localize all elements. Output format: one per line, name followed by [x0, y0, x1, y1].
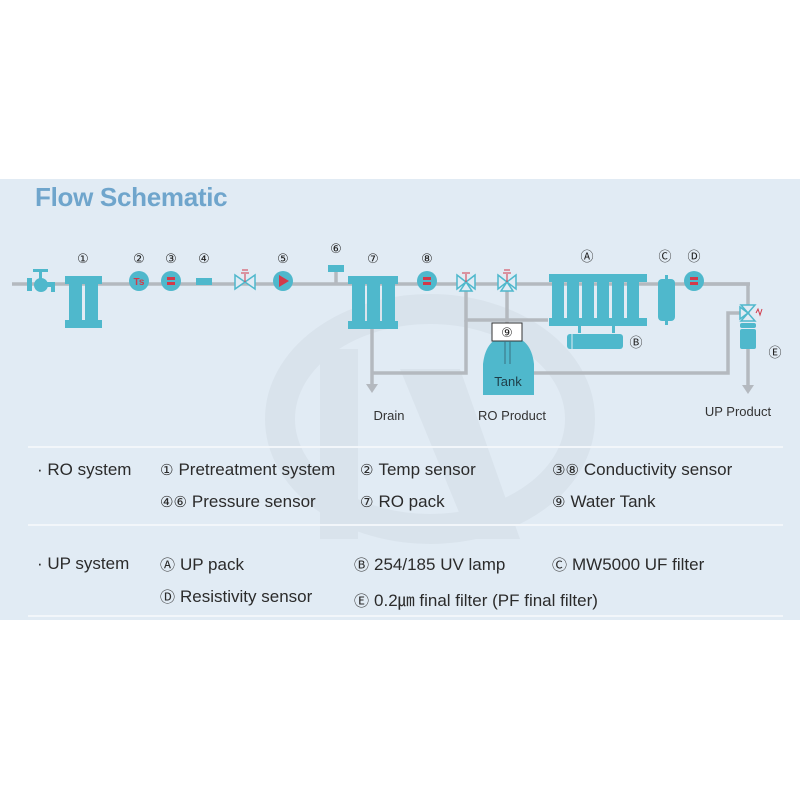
- legend-heading: · RO system: [37, 460, 132, 479]
- conductivity-sensor-icon: [417, 271, 437, 291]
- divider: [28, 524, 783, 526]
- three-way-valve-icon: [739, 304, 763, 322]
- marker-8: ⑧: [421, 252, 433, 267]
- conductivity-sensor-icon: [161, 271, 181, 291]
- pump-icon: [273, 271, 293, 291]
- svg-text:Ts: Ts: [134, 277, 145, 288]
- marker-9: ⑨: [501, 326, 513, 341]
- loop-return-pipe: [522, 311, 748, 375]
- marker-c: Ⓒ: [658, 250, 671, 265]
- flow-diagram: Ts: [12, 242, 782, 423]
- divider: [28, 615, 783, 617]
- ro-pack-icon: [348, 276, 398, 329]
- marker-7: ⑦: [367, 252, 379, 267]
- marker-2: ②: [133, 252, 145, 267]
- marker-5: ⑤: [277, 252, 289, 267]
- marker-b: Ⓑ: [629, 336, 642, 351]
- marker-3: ③: [165, 252, 177, 267]
- legend-heading: · UP system: [37, 554, 130, 573]
- final-filter-icon: [740, 323, 756, 349]
- drain-label: Drain: [373, 408, 404, 423]
- marker-d: Ⓓ: [687, 250, 700, 265]
- pipes: [12, 272, 750, 387]
- faucet-valve-icon: [27, 269, 55, 292]
- tank-return-pipe: [372, 320, 468, 375]
- solenoid-valve-icon: [234, 269, 256, 291]
- marker-a: Ⓐ: [580, 250, 593, 265]
- pressure-sensor-icon: [328, 265, 344, 272]
- marker-1: ①: [77, 252, 89, 267]
- uv-lamp-icon: [567, 334, 623, 349]
- ro-product-label: RO Product: [478, 408, 546, 423]
- up-product-arrow-icon: [742, 385, 754, 394]
- uf-filter-icon: [658, 275, 675, 325]
- temp-sensor-icon: Ts: [129, 271, 149, 291]
- water-tank-icon: Tank: [483, 322, 534, 395]
- marker-e: Ⓔ: [768, 346, 781, 361]
- three-way-valve-icon: [497, 269, 517, 292]
- marker-4: ④: [198, 252, 210, 267]
- up-pack-icon: [549, 274, 647, 333]
- marker-6: ⑥: [330, 242, 342, 257]
- drain-arrow-icon: [366, 384, 378, 393]
- svg-text:Tank: Tank: [494, 374, 522, 389]
- three-way-valve-icon: [456, 272, 476, 292]
- up-product-label: UP Product: [705, 404, 772, 419]
- page-title: Flow Schematic: [35, 182, 228, 212]
- watermark-logo: [265, 294, 595, 544]
- divider: [28, 446, 783, 448]
- filter-housing-icon: [65, 276, 102, 328]
- pressure-sensor-icon: [196, 278, 212, 285]
- flow-schematic-panel: Flow Schematic: [0, 179, 800, 620]
- resistivity-sensor-icon: [684, 271, 704, 291]
